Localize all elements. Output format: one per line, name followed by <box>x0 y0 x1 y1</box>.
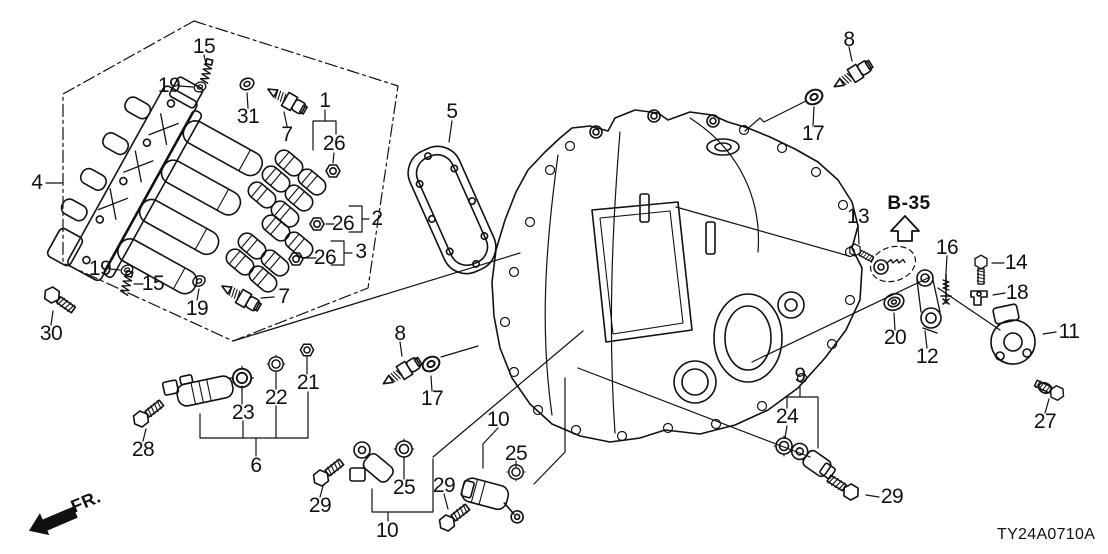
part-callout-25: 25 <box>392 476 416 499</box>
part-callout-17: 17 <box>420 387 444 410</box>
leader-lines <box>45 46 1057 522</box>
transmission-case <box>491 109 863 443</box>
bolt-27 <box>1032 376 1067 403</box>
part-callout-15: 15 <box>141 272 165 295</box>
solenoid-10-right <box>460 477 524 524</box>
part-callout-11: 11 <box>1058 320 1080 343</box>
part-callout-23: 23 <box>231 401 255 424</box>
part-callout-10: 10 <box>486 408 510 431</box>
part-callout-7: 7 <box>278 285 290 308</box>
part-callout-10: 10 <box>375 519 399 542</box>
part-callout-19: 19 <box>157 74 181 97</box>
part-callout-18: 18 <box>1005 281 1029 304</box>
part-callout-1: 1 <box>319 89 331 112</box>
fr-arrow-icon <box>28 506 78 536</box>
part-callout-6: 6 <box>250 454 262 477</box>
part-callout-20: 20 <box>883 326 907 349</box>
pin-16 <box>940 273 952 305</box>
part-callout-9: 9 <box>794 364 806 387</box>
b35-arrow-icon <box>890 215 920 242</box>
part-callout-19: 19 <box>88 257 112 280</box>
part-callout-26: 26 <box>322 132 346 155</box>
part-callout-16: 16 <box>935 236 959 259</box>
link-12 <box>916 269 942 334</box>
part-callout-19: 19 <box>185 297 209 320</box>
part-callout-8: 8 <box>394 322 406 345</box>
part-callout-8: 8 <box>843 28 855 51</box>
part-callout-25: 25 <box>504 442 528 465</box>
part-callout-29: 29 <box>308 494 332 517</box>
part-callout-17: 17 <box>801 122 825 145</box>
solenoid-6 <box>161 374 234 407</box>
sensor-11 <box>990 303 1036 365</box>
part-callout-15: 15 <box>192 35 216 58</box>
diagram-code: TY24A0710A <box>997 526 1096 543</box>
valve-body-assembly <box>46 76 264 295</box>
part-callout-31: 31 <box>236 105 260 128</box>
part-callout-28: 28 <box>131 438 155 461</box>
part-callout-3: 3 <box>355 240 367 263</box>
part-callout-21: 21 <box>296 371 320 394</box>
part-callout-12: 12 <box>915 345 939 368</box>
part-callout-30: 30 <box>39 322 63 345</box>
part-callout-26: 26 <box>313 246 337 269</box>
part-callout-27: 27 <box>1033 410 1057 433</box>
part-callout-5: 5 <box>446 100 458 123</box>
part-callout-29: 29 <box>880 485 904 508</box>
part-callout-24: 24 <box>775 405 799 428</box>
part-callout-22: 22 <box>264 386 288 409</box>
b35-detail <box>869 245 917 283</box>
part-callout-26: 26 <box>331 212 355 235</box>
part-callout-2: 2 <box>371 207 383 230</box>
washer-20 <box>883 292 905 312</box>
b35-connector-ref: B-35 <box>887 193 931 214</box>
part-callout-14: 14 <box>1004 251 1028 274</box>
clip-18 <box>970 290 988 306</box>
part-callout-29: 29 <box>432 474 456 497</box>
part-callout-13: 13 <box>846 205 870 228</box>
gasket <box>407 145 497 275</box>
part-callout-4: 4 <box>31 171 43 194</box>
part-callout-7: 7 <box>281 123 293 146</box>
sensor-10-left <box>349 441 394 483</box>
